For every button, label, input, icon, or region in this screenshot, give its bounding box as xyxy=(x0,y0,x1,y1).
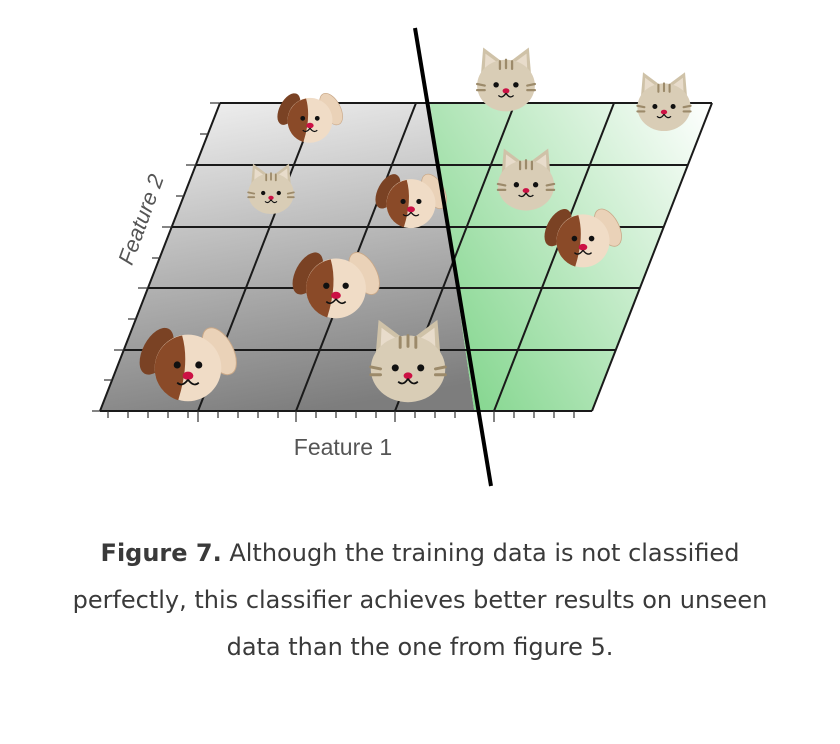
decision-boundary xyxy=(413,27,493,487)
plane-green-region xyxy=(415,103,712,411)
figure-caption: Figure 7. Although the training data is … xyxy=(70,530,770,671)
axis-ticks xyxy=(92,102,575,422)
cat-icon xyxy=(636,70,692,133)
caption-text: Although the training data is not classi… xyxy=(72,539,768,661)
cat-icon xyxy=(475,46,537,113)
caption-label: Figure 7. xyxy=(100,539,222,567)
x-axis-label: Feature 1 xyxy=(294,434,392,460)
classifier-figure: Feature 1 Feature 2 xyxy=(92,27,713,487)
